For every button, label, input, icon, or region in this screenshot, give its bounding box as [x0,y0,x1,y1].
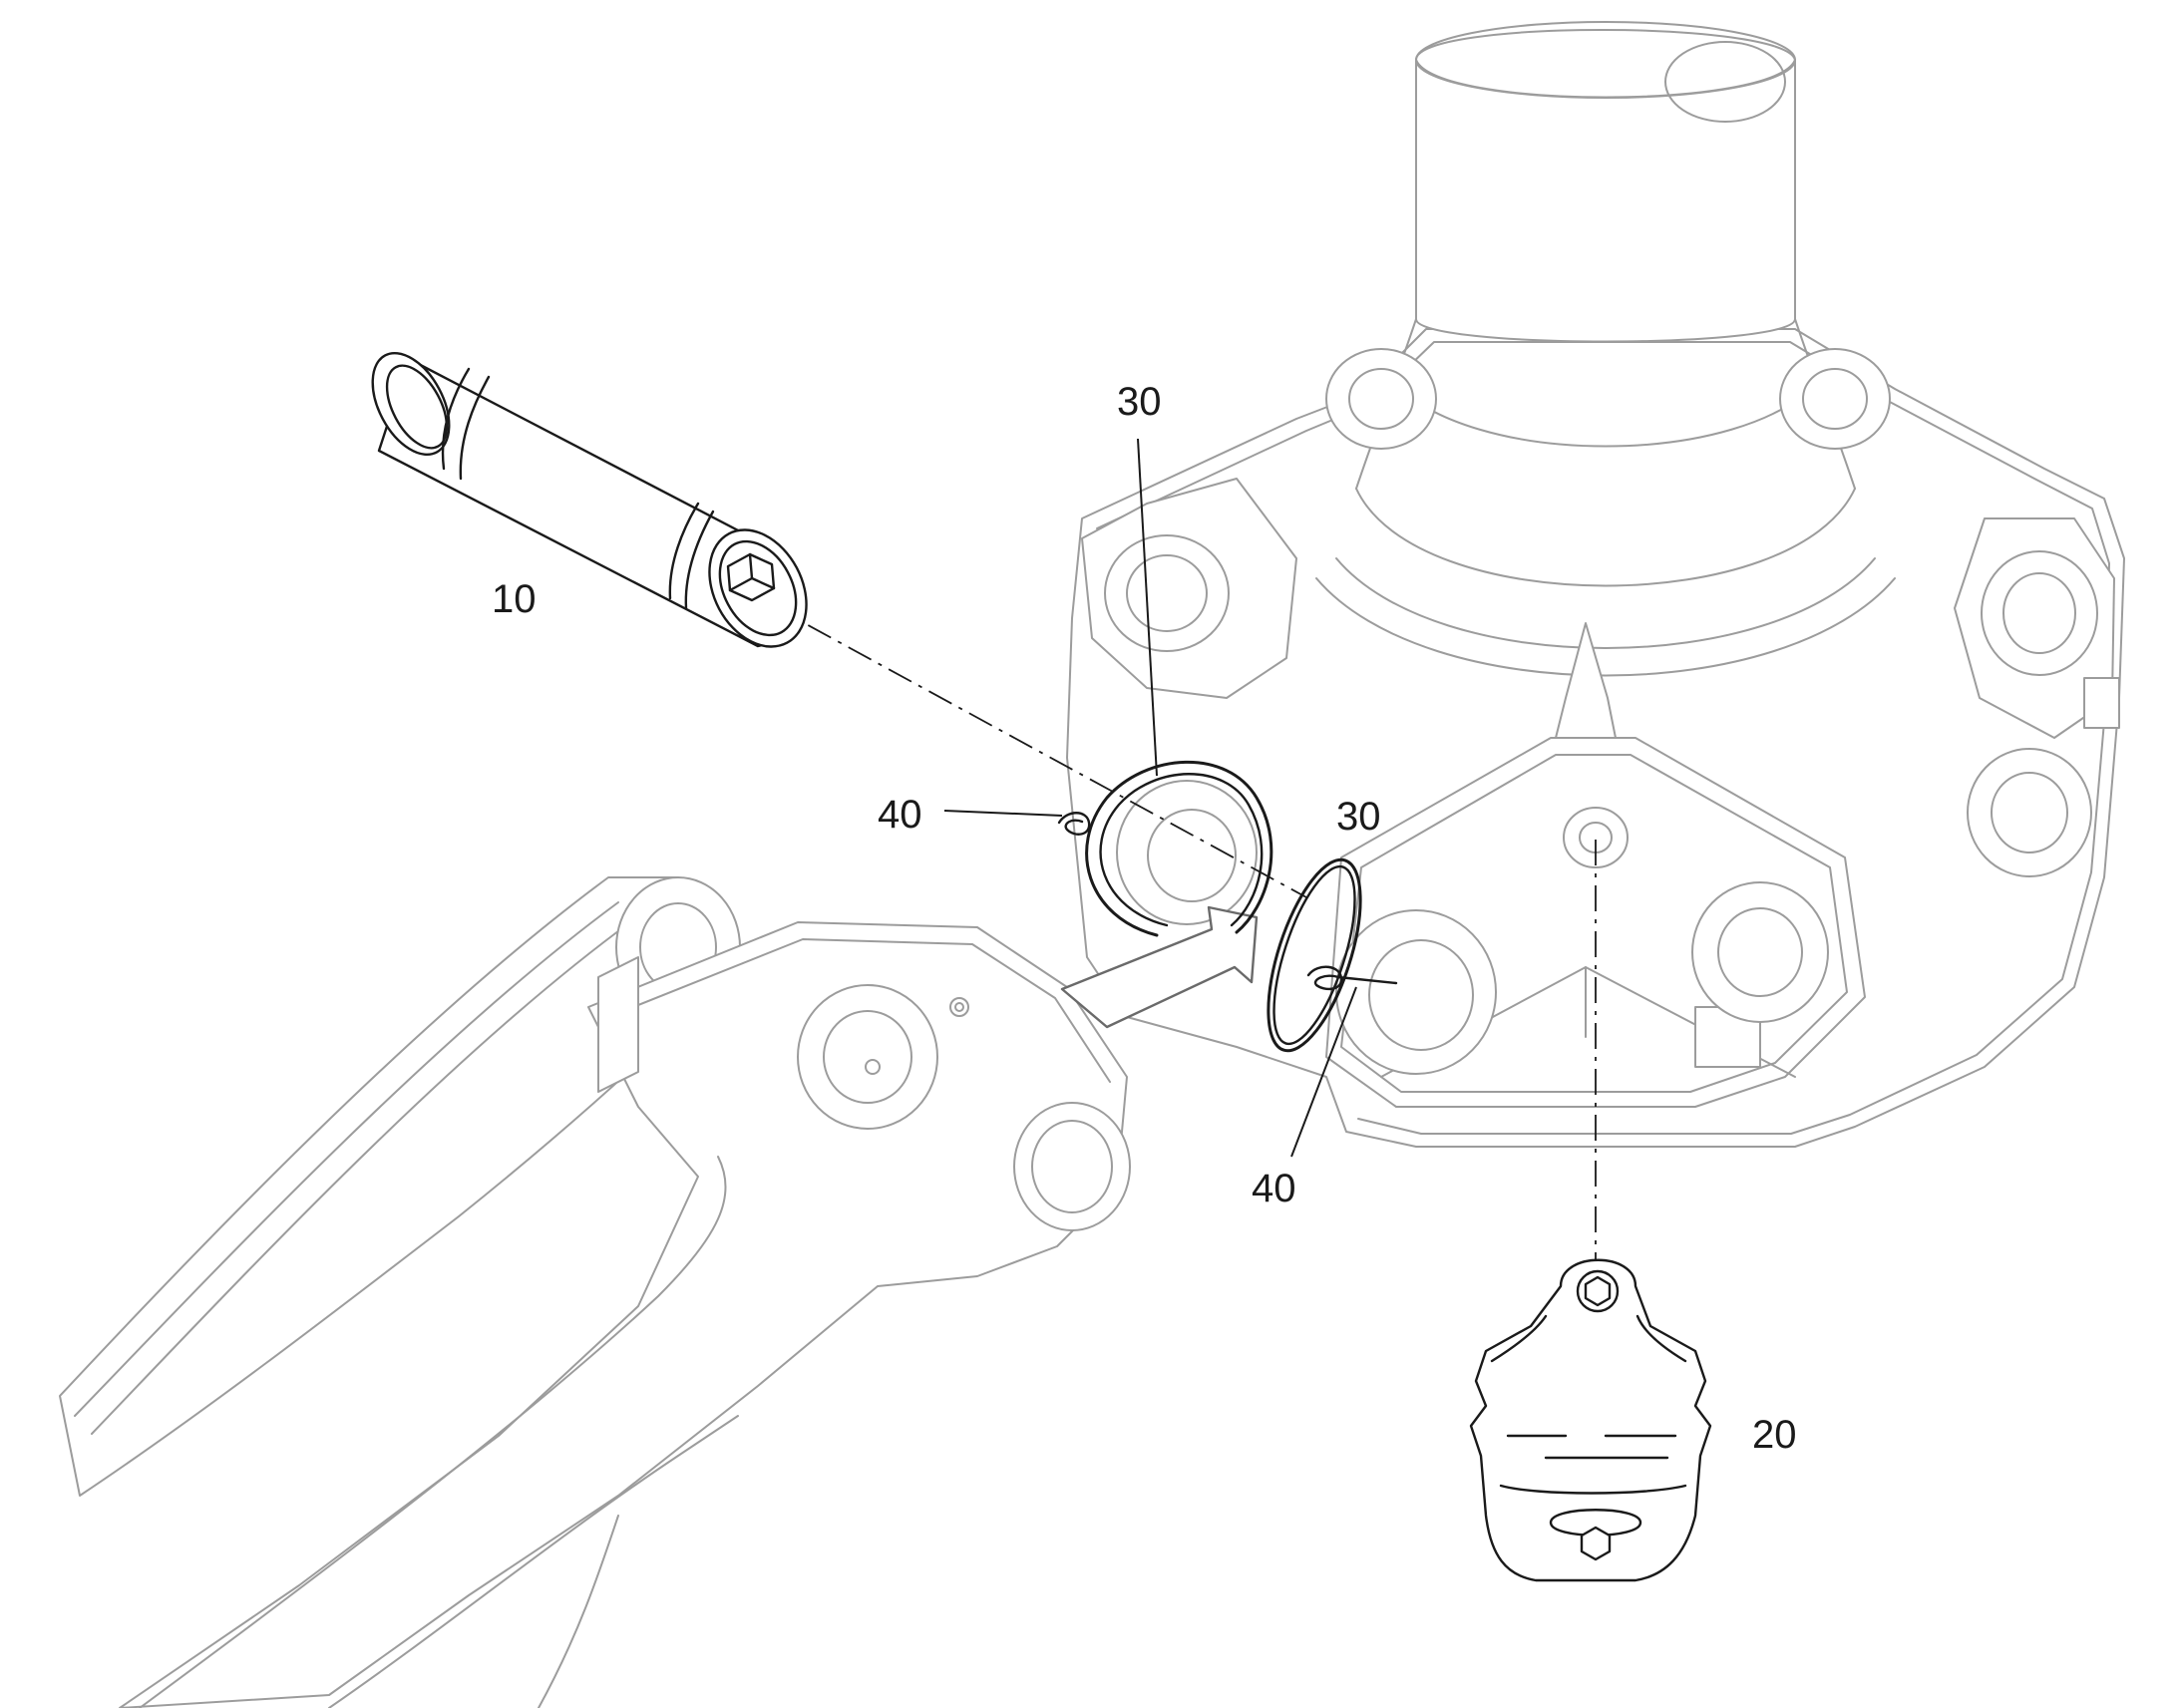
leader-clip-left [943,810,1063,817]
clip-left-part [1057,812,1091,836]
callout-ring-left: 30 [1117,380,1162,424]
pin-axis-centerline [767,602,1307,898]
assembly-direction-arrow [1060,905,1259,1029]
assembly-centerlines [767,602,1597,1266]
ring-right-part [1267,857,1362,1053]
boom-arm [59,876,1131,1708]
callout-clip-right: 40 [1252,1167,1296,1210]
callout-grease-guard: 20 [1752,1413,1797,1457]
callout-pin: 10 [492,577,537,621]
callout-labels: 10 30 40 30 40 20 [492,380,1797,1457]
pin-part [371,351,808,648]
grease-guard-part [1469,1258,1712,1582]
ring-left-part [1085,760,1273,937]
clip-right-part [1306,965,1398,991]
leader-ring-left [1137,438,1158,777]
callout-leaders [943,438,1357,1158]
callout-clip-left: 40 [878,793,922,837]
callout-ring-right: 30 [1336,795,1381,839]
leader-clip-right [1290,986,1357,1158]
